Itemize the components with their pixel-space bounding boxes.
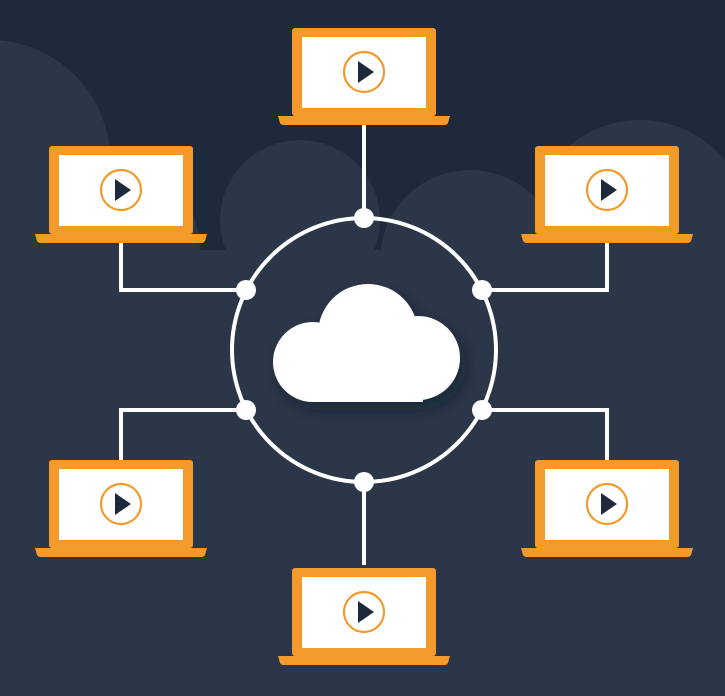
laptop-lower-left <box>35 460 207 557</box>
junction-dot-top <box>354 208 374 228</box>
laptop-base <box>278 116 450 125</box>
play-icon <box>585 482 629 526</box>
laptop-bottom <box>278 568 450 665</box>
junction-dot-upper-right <box>472 280 492 300</box>
laptop-base <box>278 656 450 665</box>
play-icon <box>585 168 629 212</box>
laptop-base <box>521 234 693 243</box>
laptop-upper-left <box>35 146 207 243</box>
connector-upper-left <box>119 242 246 292</box>
connector-lower-left <box>119 408 246 461</box>
client-laptops <box>35 28 693 665</box>
play-icon <box>99 482 143 526</box>
junction-dot-lower-right <box>472 400 492 420</box>
cloud-icon <box>273 284 460 402</box>
junction-dot-bottom <box>354 472 374 492</box>
laptop-top <box>278 28 450 125</box>
connector-upper-right <box>482 242 609 292</box>
laptop-base <box>521 548 693 557</box>
laptop-lower-right <box>521 460 693 557</box>
laptop-upper-right <box>521 146 693 243</box>
junction-dot-upper-left <box>236 280 256 300</box>
junction-dots <box>236 208 492 492</box>
connector-lower-right <box>482 408 609 461</box>
play-icon <box>342 590 386 634</box>
laptop-base <box>35 548 207 557</box>
play-icon <box>342 50 386 94</box>
play-icon <box>99 168 143 212</box>
junction-dot-lower-left <box>236 400 256 420</box>
laptop-base <box>35 234 207 243</box>
